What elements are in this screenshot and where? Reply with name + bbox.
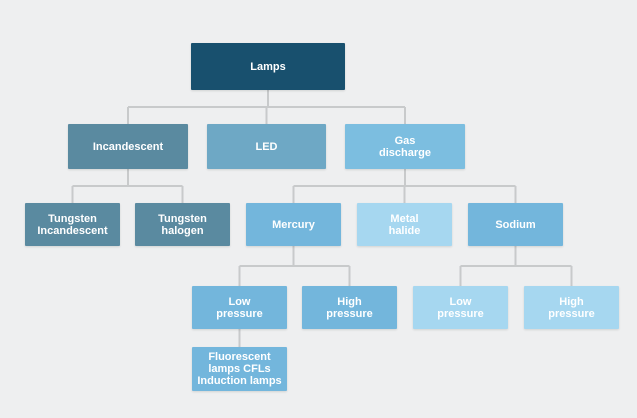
node-led: LED bbox=[207, 124, 326, 169]
node-tungsten-incandescent: Tungsten Incandescent bbox=[25, 203, 120, 246]
node-metal-halide: Metal halide bbox=[357, 203, 452, 246]
node-incandescent: Incandescent bbox=[68, 124, 188, 169]
node-sodium: Sodium bbox=[468, 203, 563, 246]
node-mercury-low-pressure: Low pressure bbox=[192, 286, 287, 329]
node-gas-discharge: Gas discharge bbox=[345, 124, 465, 169]
node-mercury-high-pressure: High pressure bbox=[302, 286, 397, 329]
node-fluorescent-cfl-induction: Fluorescent lamps CFLs Induction lamps bbox=[192, 347, 287, 391]
node-tungsten-halogen: Tungsten halogen bbox=[135, 203, 230, 246]
node-sodium-high-pressure: High pressure bbox=[524, 286, 619, 329]
node-sodium-low-pressure: Low pressure bbox=[413, 286, 508, 329]
node-lamps: Lamps bbox=[191, 43, 345, 90]
node-mercury: Mercury bbox=[246, 203, 341, 246]
